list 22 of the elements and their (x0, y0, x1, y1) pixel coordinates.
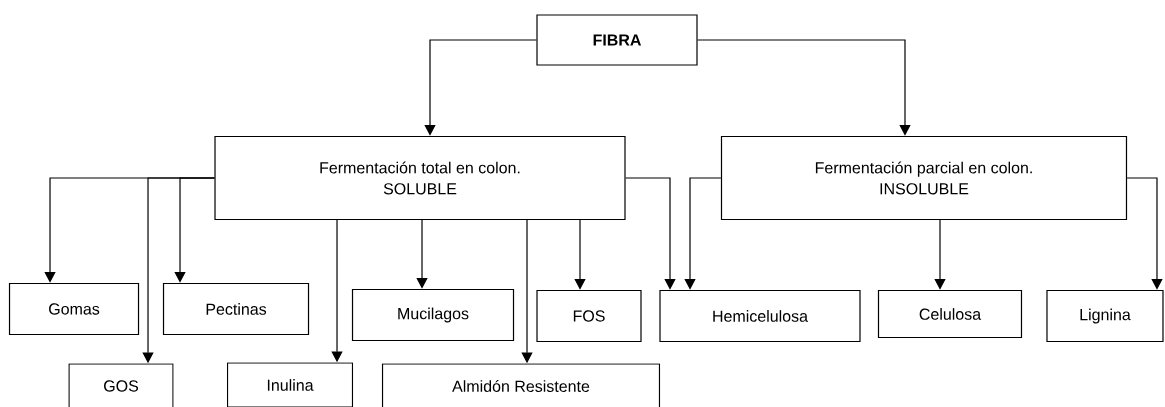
arrow (174, 177, 215, 283)
category-box: FOS (536, 289, 642, 343)
arrow (625, 177, 676, 290)
arrow (934, 219, 946, 290)
arrow (1126, 177, 1163, 290)
category-box: Almidón Resistente (381, 363, 661, 407)
category-box: Mucilagos (351, 288, 515, 342)
category-box: Gomas (8, 282, 140, 336)
arrow (684, 177, 722, 290)
category-box: Lignina (1046, 289, 1164, 343)
arrow (697, 39, 911, 136)
category-box: Pectinas (162, 282, 310, 336)
category-box: GOS (68, 363, 174, 407)
category-box: Fermentación total en colon. SOLUBLE (214, 135, 626, 221)
category-box: Inulina (226, 362, 354, 407)
arrow (416, 219, 428, 289)
category-box: Hemicelulosa (659, 289, 861, 343)
category-box: Celulosa (877, 289, 1023, 339)
category-box: FIBRA (536, 14, 698, 66)
arrow (424, 39, 537, 136)
arrow (574, 219, 586, 290)
category-box: Fermentación parcial en colon. INSOLUBLE (720, 135, 1128, 221)
